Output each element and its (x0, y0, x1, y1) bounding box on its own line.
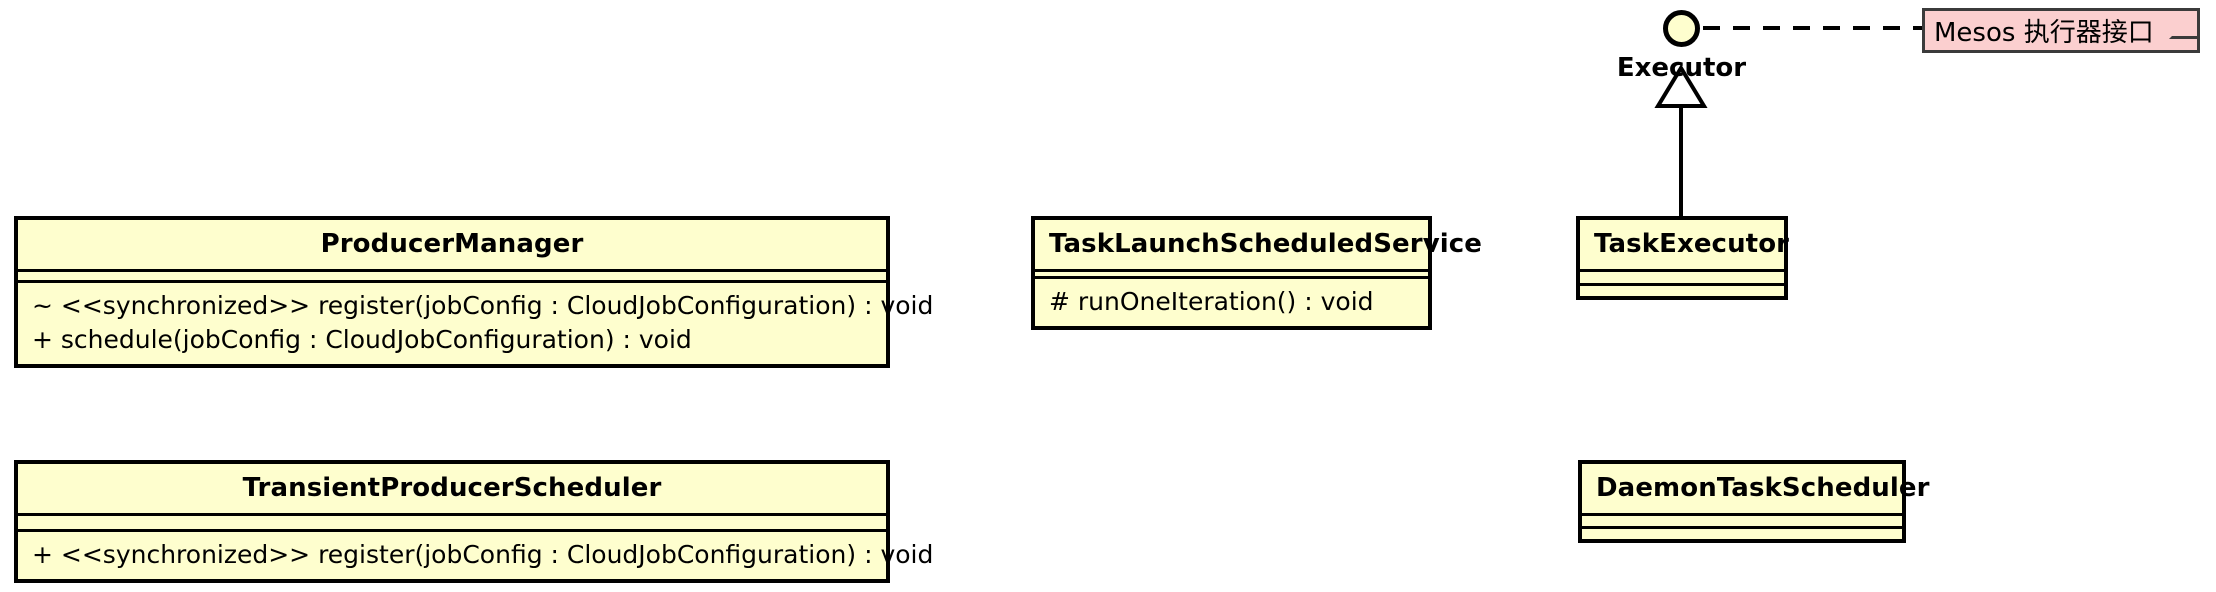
methods-compartment-transient-producer-scheduler: + <<synchronized>> register(jobConfig : … (18, 532, 934, 580)
class-divider (1582, 526, 1902, 529)
class-box-daemon-task-scheduler[interactable]: DaemonTaskScheduler (1578, 460, 1930, 543)
class-divider (1580, 269, 1784, 272)
class-name-daemon-task-scheduler: DaemonTaskScheduler (1596, 473, 1930, 503)
methods-compartment-daemon-task-scheduler (1582, 529, 1902, 539)
methods-compartment-task-launch-scheduled-service: # runOneIteration() : void (1035, 279, 1428, 327)
class-method: # runOneIteration() : void (1049, 286, 1374, 316)
class-divider (18, 528, 886, 532)
class-divider (18, 513, 886, 516)
methods-compartment-producer-manager: ~ <<synchronized>> register(jobConfig : … (18, 283, 934, 364)
class-divider (1035, 269, 1428, 272)
note-fold-corner-icon (2169, 8, 2200, 39)
class-name-task-launch-scheduled-service: TaskLaunchScheduledService (1049, 229, 1482, 259)
class-divider (1582, 513, 1902, 516)
class-divider (1580, 282, 1784, 286)
class-box-producer-manager[interactable]: ProducerManager ~ <<synchronized>> regis… (14, 216, 934, 368)
class-box-transient-producer-scheduler[interactable]: TransientProducerScheduler + <<synchroni… (14, 460, 934, 583)
class-divider (1035, 275, 1428, 279)
class-name-transient-producer-scheduler: TransientProducerScheduler (242, 473, 662, 503)
attributes-compartment-transient-producer-scheduler (18, 516, 886, 529)
executor-interface-label: Executor (1616, 53, 1747, 83)
mesos-executor-interface-note[interactable]: Mesos 执行器接口 (1922, 8, 2200, 53)
attributes-compartment-producer-manager (18, 272, 886, 280)
class-divider (18, 280, 886, 283)
class-box-task-executor[interactable]: TaskExecutor (1576, 216, 1790, 300)
class-method: + <<synchronized>> register(jobConfig : … (32, 539, 934, 569)
class-name-task-executor: TaskExecutor (1594, 229, 1790, 259)
class-box-task-launch-scheduled-service[interactable]: TaskLaunchScheduledService # runOneItera… (1031, 216, 1482, 330)
note-text: Mesos 执行器接口 (1934, 18, 2154, 48)
class-method: ~ <<synchronized>> register(jobConfig : … (32, 291, 934, 320)
class-name-producer-manager: ProducerManager (320, 229, 584, 259)
class-divider (18, 269, 886, 272)
class-method: + schedule(jobConfig : CloudJobConfigura… (32, 324, 692, 354)
methods-compartment-task-executor (1580, 286, 1784, 297)
attributes-compartment-daemon-task-scheduler (1582, 516, 1902, 526)
attributes-compartment-task-executor (1580, 272, 1784, 283)
executor-interface-circle-icon[interactable] (1663, 10, 1700, 47)
